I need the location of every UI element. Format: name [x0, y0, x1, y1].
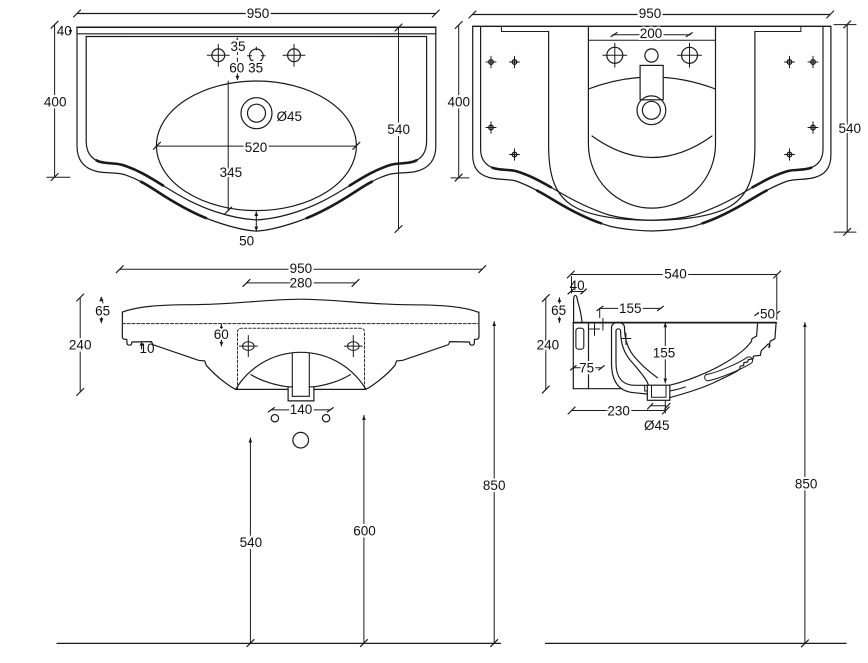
- svg-text:520: 520: [245, 140, 268, 155]
- svg-text:50: 50: [760, 306, 775, 321]
- svg-text:35: 35: [248, 61, 263, 76]
- svg-text:600: 600: [353, 523, 376, 538]
- svg-text:40: 40: [570, 278, 585, 293]
- svg-text:950: 950: [247, 6, 270, 21]
- svg-text:10: 10: [139, 341, 154, 356]
- svg-text:60: 60: [229, 61, 244, 76]
- svg-text:540: 540: [839, 121, 862, 136]
- svg-text:75: 75: [579, 361, 594, 376]
- svg-text:540: 540: [664, 266, 687, 281]
- svg-text:950: 950: [290, 261, 313, 276]
- svg-text:230: 230: [607, 404, 630, 419]
- svg-text:850: 850: [483, 478, 506, 493]
- svg-text:540: 540: [240, 535, 263, 550]
- svg-text:950: 950: [639, 6, 662, 21]
- svg-text:140: 140: [290, 402, 313, 417]
- svg-text:540: 540: [387, 122, 410, 137]
- svg-text:155: 155: [653, 346, 676, 361]
- svg-text:60: 60: [214, 327, 229, 342]
- svg-text:240: 240: [537, 337, 560, 352]
- svg-text:345: 345: [220, 165, 243, 180]
- svg-text:65: 65: [551, 303, 566, 318]
- svg-text:400: 400: [44, 95, 67, 110]
- svg-text:240: 240: [69, 337, 92, 352]
- svg-text:50: 50: [239, 233, 254, 248]
- svg-text:40: 40: [57, 23, 72, 38]
- svg-text:400: 400: [448, 95, 471, 110]
- svg-text:Ø45: Ø45: [277, 109, 303, 124]
- svg-text:155: 155: [619, 301, 642, 316]
- svg-text:200: 200: [640, 26, 663, 41]
- svg-text:280: 280: [290, 275, 313, 290]
- svg-text:35: 35: [230, 39, 245, 54]
- svg-text:Ø45: Ø45: [644, 418, 670, 433]
- svg-text:65: 65: [95, 303, 110, 318]
- svg-text:850: 850: [795, 477, 818, 492]
